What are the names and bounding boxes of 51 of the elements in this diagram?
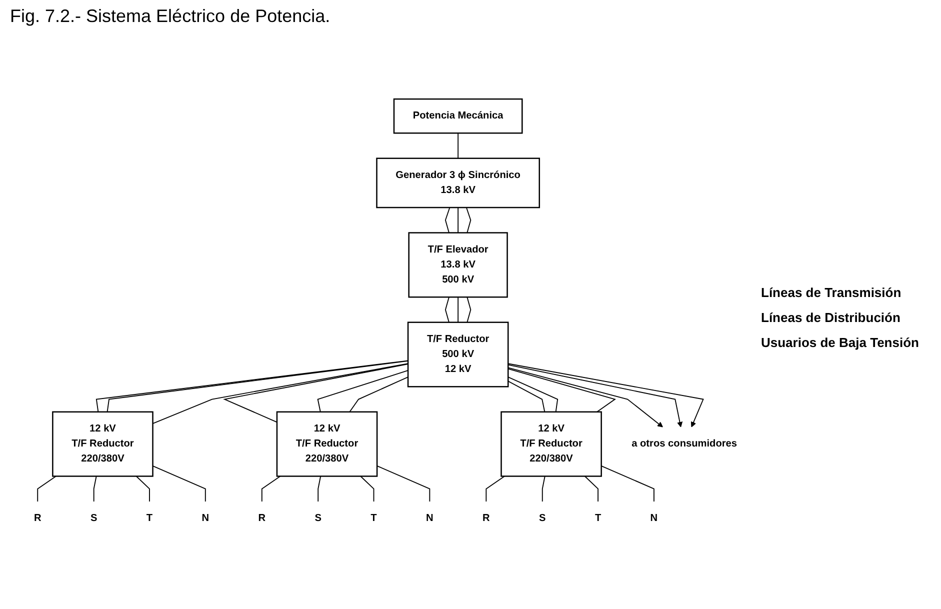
node-text: S: [314, 512, 322, 524]
connector: [223, 363, 408, 422]
connector: [152, 362, 408, 424]
connector: [444, 206, 450, 233]
connector: [261, 475, 281, 502]
section-label: Líneas de Distribución: [761, 310, 902, 324]
connector: [458, 296, 459, 323]
node-text: T: [370, 512, 377, 524]
node-box: [52, 410, 154, 477]
node-box: [276, 410, 378, 477]
node-text: S: [539, 512, 546, 524]
connector: [466, 296, 472, 323]
node-box: [393, 98, 523, 134]
connector: [458, 206, 459, 233]
connector: [600, 465, 654, 502]
connector: [486, 475, 505, 502]
connector: [152, 465, 206, 502]
figure-title: Fig. 7.2.- Sistema Eléctrico de Potencia.: [10, 6, 332, 27]
connector: [508, 368, 616, 412]
connector: [360, 475, 374, 502]
connector: [444, 296, 450, 323]
node-text: a otros consumidores: [632, 438, 738, 449]
connector: [458, 132, 459, 159]
node-text: N: [202, 512, 210, 524]
connector: [584, 475, 598, 502]
section-label: Usuarios de Baja Tensión: [761, 334, 920, 350]
node-box: [500, 410, 602, 477]
connector: [349, 376, 408, 412]
node-text: T: [594, 512, 602, 524]
connector: [466, 206, 472, 233]
connector: [508, 376, 558, 412]
connector: [136, 475, 150, 502]
section-label: Líneas de Transmisión: [761, 284, 902, 300]
node-text: N: [650, 512, 658, 524]
connector: [376, 465, 430, 502]
node-text: R: [258, 512, 266, 524]
node-text: R: [34, 512, 42, 524]
node-box: [407, 321, 509, 387]
node-text: R: [482, 512, 490, 524]
power-system-diagram: Potencia Mecánica Generador 3 ϕ Sincrónico 13.8 kV T/F Elevador 13.8 kV 500 kV T/F Reductor 500 kV 12 kV 12 kV T/F Reductor 220/380V 12 kV T/F Reductor 220/380V 12 kV T/F Reductor 220/380V a otros consumidores R S T N R S T N R S T N: [10, 94, 761, 540]
connector: [542, 475, 546, 502]
connector: [37, 475, 56, 502]
node-box: [408, 232, 508, 298]
node-text: T: [146, 512, 153, 524]
node-box: [376, 157, 540, 208]
node-text: S: [90, 512, 98, 524]
connector: [508, 380, 546, 412]
connector: [317, 370, 408, 412]
connector: [93, 475, 97, 502]
connector: [318, 475, 322, 502]
node-text: N: [426, 512, 434, 524]
